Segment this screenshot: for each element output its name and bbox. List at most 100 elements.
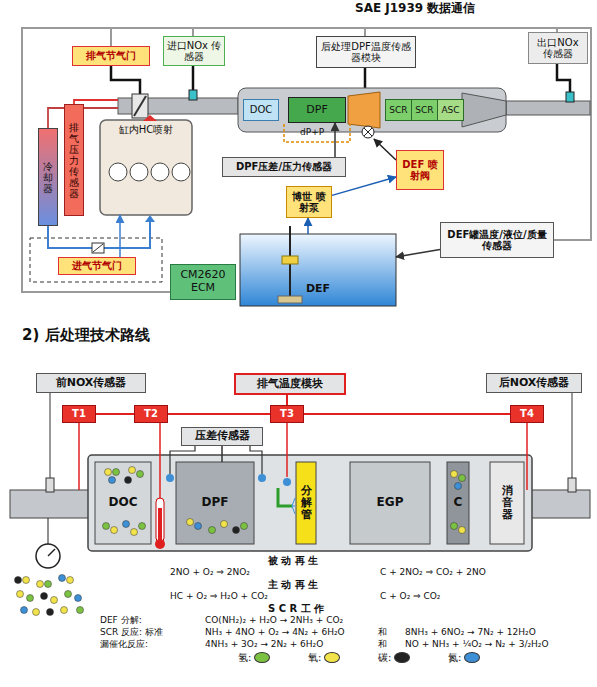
pressure-sensor-bar: 排气压力传感器 — [64, 104, 84, 216]
exhaust-pipe — [566, 92, 574, 102]
nox-probe — [568, 478, 576, 492]
bottom-pipe — [447, 462, 469, 544]
node-label: 压差传感器 — [195, 430, 250, 443]
node-label: EGP — [377, 496, 404, 510]
molecule-atom — [15, 577, 22, 584]
aftertreatment-canister — [348, 92, 380, 128]
legend-swatch — [324, 652, 340, 663]
legend-swatch — [254, 652, 270, 663]
def-injector — [278, 488, 292, 506]
temp-point: T4 — [510, 405, 544, 423]
bottom-pipe — [95, 462, 151, 544]
def-tank: DEF — [240, 234, 396, 306]
equation: 2NO + O₂ ⇒ 2NO₂ — [170, 567, 250, 578]
aftertreatment-canister — [364, 128, 372, 136]
intake-path — [145, 215, 155, 222]
molecule-atom — [33, 609, 40, 616]
header-text: SAE J1939 数据通信 — [355, 1, 475, 15]
molecule-atom — [187, 519, 194, 526]
node-label: ASC — [441, 105, 459, 115]
node-label: 前NOX传感器 — [56, 377, 127, 390]
pressure-tap — [258, 474, 266, 482]
muffler: 消音器 — [490, 462, 524, 544]
molecule-atom — [123, 521, 130, 528]
node-label: T2 — [144, 408, 158, 420]
node-label: DPF — [202, 496, 229, 510]
aftertreatment-canister — [238, 88, 506, 160]
molecule-atom — [37, 581, 44, 588]
legend-item: 氢: — [238, 652, 270, 664]
aftertreatment-canister — [462, 93, 506, 127]
molecule-atom — [455, 483, 462, 490]
bottom-pipe — [88, 455, 532, 551]
molecule-atom — [451, 471, 458, 478]
molecule-atom — [451, 523, 458, 530]
sensor-module: 排气温度模块 — [234, 373, 346, 395]
molecule-atom — [221, 521, 228, 528]
node-label: T4 — [520, 408, 534, 420]
molecule-atom — [233, 527, 240, 534]
section-label: 主 动 再 生 — [268, 579, 318, 591]
pressure-gauge — [48, 518, 49, 544]
equation-label: SCR 反应: 标准 — [100, 627, 163, 638]
connector — [221, 446, 223, 462]
node-label: CM2620 ECM — [173, 269, 233, 294]
aftertreatment-canister — [362, 126, 374, 138]
bottom-pipe — [10, 490, 90, 518]
bottom-pipe — [296, 462, 316, 544]
valve-label: DEF 喷射阀 — [396, 150, 444, 190]
node-label: T1 — [72, 408, 86, 420]
molecule-atom — [137, 471, 144, 478]
node-label: 排气温度模块 — [257, 378, 323, 391]
sensor-label: 出口NOx 传感器 — [528, 32, 588, 64]
legend-swatch — [394, 652, 410, 663]
node-label: DOC — [109, 496, 138, 510]
molecule-atom — [113, 469, 120, 476]
def-tank — [282, 256, 298, 264]
node-label: DEF 喷射阀 — [399, 159, 441, 182]
molecule-atom — [51, 597, 58, 604]
def-tank — [240, 234, 396, 306]
molecule-atom — [17, 591, 24, 598]
valve-label: 进气节气门 — [58, 257, 136, 275]
pressure-tap — [170, 446, 195, 474]
catalyst-block: SCR — [411, 99, 438, 121]
legend-item: 氧: — [308, 652, 340, 664]
equation: NO + NH₃ + ¼O₂ → N₂ + 3/₂H₂O — [405, 639, 549, 650]
aftertreatment-canister — [374, 139, 396, 160]
nox-probe — [50, 393, 51, 478]
node-label: SCR — [415, 105, 433, 115]
intake-path — [30, 238, 162, 282]
connector — [96, 413, 134, 415]
pressure-tap — [166, 446, 266, 482]
pressure-gauge — [36, 544, 60, 568]
equation: 8NH₃ + 6NO₂ → 7N₂ + 12H₂O — [405, 627, 536, 638]
node-label: DPF压差/压力传感器 — [236, 161, 332, 173]
conjunction: 和 — [378, 639, 387, 650]
nox-probe — [46, 393, 576, 492]
node-label: 缸内HC喷射 — [119, 124, 174, 136]
conjunction: 和 — [378, 627, 387, 638]
def-tank — [240, 226, 396, 306]
def-injector — [292, 498, 295, 506]
pressure-tap — [166, 474, 174, 482]
temperature-probe — [155, 539, 165, 549]
equation-label: DEF 分解: — [100, 615, 142, 626]
nox-probe — [46, 478, 54, 492]
section-label: 被 动 再 生 — [268, 555, 318, 567]
molecule-atom — [41, 593, 48, 600]
sensor-label: 前NOX传感器 — [36, 373, 146, 393]
exhaust-pipe — [134, 96, 146, 116]
equation: HC + O₂ ⇒ H₂O + CO₂ — [170, 591, 268, 602]
exhaust-pipe — [506, 101, 590, 115]
bus-frame — [110, 28, 112, 46]
molecule-atom — [105, 469, 112, 476]
catalyst-block: ASC — [437, 99, 464, 121]
legend-text: 碳: — [378, 652, 391, 664]
node-label: 进气节气门 — [72, 260, 122, 272]
sensor-label: 后处理DPF温度传感器模块 — [316, 36, 416, 68]
signal-wire — [192, 66, 195, 90]
section-heading: 2) 后处理技术路线 — [22, 326, 150, 344]
node-label: 出口NOx 传感器 — [531, 37, 585, 60]
molecule-group — [15, 467, 466, 616]
